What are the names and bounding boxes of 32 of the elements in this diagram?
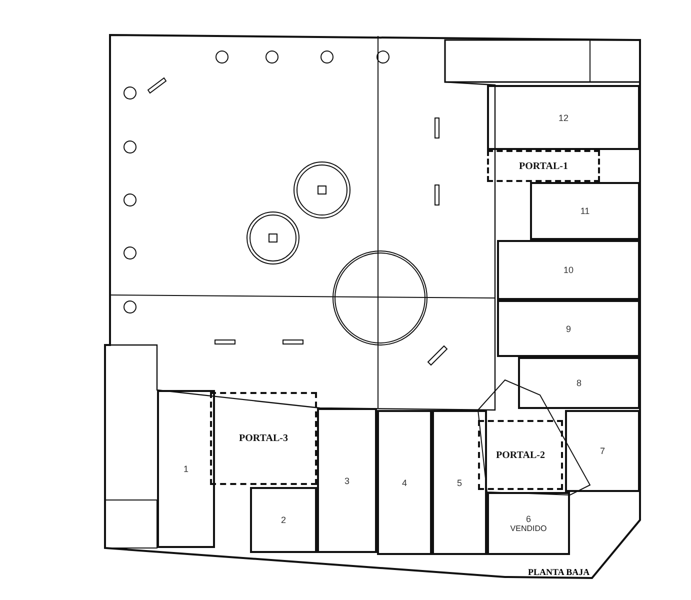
portal-label: PORTAL-1	[519, 160, 568, 172]
shop-unit	[565, 410, 640, 492]
unit-number: 3	[344, 476, 350, 486]
unit-number: 7	[600, 446, 605, 456]
shop-unit	[497, 300, 640, 357]
plan-caption: PLANTA BAJA	[528, 567, 590, 577]
shop-unit	[497, 240, 640, 300]
shop-unit	[250, 487, 317, 553]
unit-number: 1	[183, 464, 188, 474]
shop-unit	[530, 182, 640, 240]
unit-number: 12	[558, 112, 568, 122]
unit-number: 5	[456, 478, 462, 488]
unit-number: 2	[280, 515, 286, 525]
portal-lobby	[210, 392, 317, 485]
shop-unit	[487, 85, 640, 150]
unit-number: 9	[566, 324, 571, 334]
unit-number: 4	[402, 478, 407, 488]
unit-number: 6	[526, 514, 531, 524]
shop-unit	[157, 390, 215, 548]
shop-unit	[317, 408, 377, 553]
portal-lobby	[478, 420, 563, 490]
unit-number: 10	[563, 265, 574, 275]
portal-lobby	[487, 150, 600, 182]
shop-unit	[518, 357, 640, 409]
portal-label: PORTAL-3	[239, 433, 288, 444]
status-note: VENDIDO	[510, 524, 547, 533]
shop-unit	[432, 410, 487, 555]
shop-unit	[377, 410, 432, 555]
portal-label: PORTAL-2	[496, 450, 545, 460]
unit-number: 8	[576, 378, 582, 388]
unit-number: 11	[580, 206, 590, 216]
shop-unit	[487, 492, 570, 555]
